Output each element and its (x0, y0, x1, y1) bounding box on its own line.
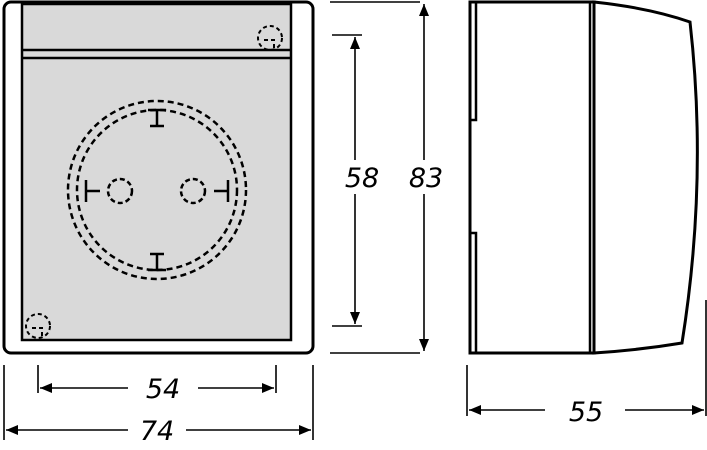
screw-icon-top-right (257, 25, 283, 51)
dim-74-label: 74 (140, 416, 174, 447)
screw-icon-bottom-left (25, 313, 51, 339)
front-housing (2, 0, 315, 355)
side-housing (468, 0, 596, 355)
dimension-lines (3, 1, 707, 440)
side-view (468, 0, 699, 355)
front-cover-plate (20, 2, 293, 342)
earth-clip-bottom (148, 252, 166, 272)
dim-54-label: 54 (146, 374, 180, 405)
socket-hole-right (179, 177, 207, 205)
earth-clip-right (214, 180, 230, 202)
earth-clip-top (148, 108, 166, 128)
front-view (2, 0, 315, 355)
dim-58-label: 58 (345, 163, 379, 194)
dim-55-label: 55 (569, 397, 603, 428)
side-cover-curved (592, 0, 699, 355)
side-housing-rim-bottom (470, 231, 478, 355)
socket-earth-clips (84, 108, 230, 272)
earth-clip-left (84, 180, 100, 202)
socket-hole-left (106, 177, 134, 205)
socket-contact-holes (106, 177, 207, 205)
dimension-labels: 58 83 54 74 55 (140, 160, 603, 447)
side-housing-rim-top (470, 0, 478, 122)
dim-83-label: 83 (409, 163, 443, 194)
